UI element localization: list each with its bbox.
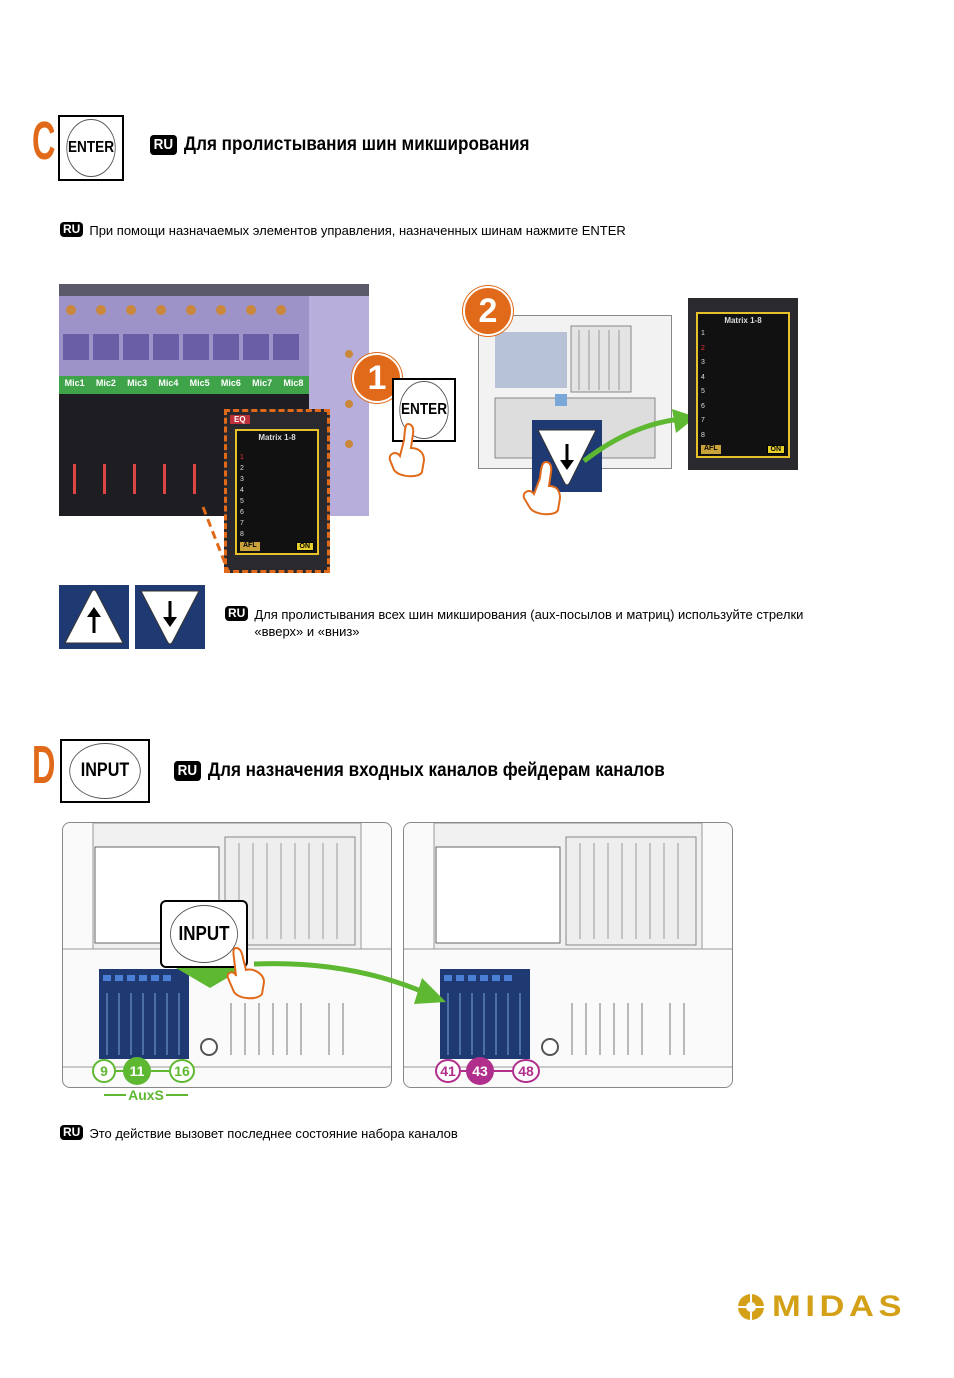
down-arrow-icon [537,429,597,486]
mix-label: Mic2 [95,378,116,388]
matrix-row: 2 [701,344,705,352]
matrix-row: 1 [240,454,244,461]
down-arrow-icon [140,590,200,645]
matrix-row: 8 [240,531,244,538]
mix-label: Mic7 [252,378,273,388]
matrix-panel-right: Matrix 1-8 1 2 3 4 5 6 7 8 AFL ON [688,298,798,470]
up-arrow-key [59,585,129,649]
section-c-instruction: RU При помощи назначаемых элементов упра… [60,222,860,239]
mix-label: Mic6 [220,378,241,388]
finger-pointer-icon [388,422,426,478]
matrix-row: 7 [701,417,705,424]
input-number-badge: 41 [435,1059,461,1083]
up-arrow-icon [64,589,124,644]
eq-tab: EQ [230,415,250,424]
matrix-row: 6 [240,509,244,516]
console-left-graphic [63,822,391,1068]
arrows-text: Для пролистывания всех шин микширования … [254,607,804,639]
console-right [403,822,733,1088]
enter-key-label: ENTER [66,119,116,177]
aux-number-badge-active: 11 [123,1057,151,1085]
aux-number-badge: 16 [169,1059,195,1083]
input-callout-label: INPUT [170,905,238,963]
auxs-label: AuxS [128,1087,164,1103]
connector-line [461,1070,467,1072]
section-d-title: Для назначения входных каналов фейдерам … [207,760,665,781]
matrix-row: 7 [240,520,244,527]
ru-badge: RU [225,606,249,621]
input-number-badge-active: 43 [466,1057,494,1085]
auxs-line-left [104,1094,127,1096]
console-right-graphic [404,822,732,1068]
connector-line [151,1070,169,1072]
matrix-panel-zoom: EQ Matrix 1-8 1 2 3 4 5 6 7 8 AFL ON [224,409,330,573]
mix-label: Mic4 [158,378,179,388]
enter-key-icon: ENTER [58,115,124,181]
down-arrow-key [135,585,205,649]
section-c-title: Для пролистывания шин микширования [183,134,530,155]
green-arrow-icon [253,961,446,1004]
input-key-icon: INPUT [60,739,150,803]
connector-line [116,1070,124,1072]
matrix-row: 3 [701,359,705,366]
note-text: Это действие вызовет последнее состояние… [89,1126,458,1141]
matrix-row: 6 [701,402,705,410]
input-key-label: INPUT [69,743,141,799]
connector-line [494,1070,512,1072]
auxs-label-group: AuxS [104,1087,189,1103]
midas-emblem-icon [738,1294,764,1320]
enter-callout-label: ENTER [399,381,449,439]
aux-number-badge: 9 [92,1059,116,1083]
afl-button: AFL [240,542,260,551]
matrix-row: 2 [240,465,244,472]
ru-badge: RU [150,135,177,155]
ru-badge: RU [60,1125,84,1140]
mix-label: Mic5 [189,378,210,388]
arrows-description: RU Для пролистывания всех шин микширован… [225,606,845,640]
section-letter-d: D [32,735,56,795]
enter-callout-icon: ENTER [392,378,456,442]
matrix-row: 4 [240,487,244,494]
mix-label: Mic3 [127,378,148,388]
mix-label: Mic8 [283,378,304,388]
ru-badge: RU [174,761,201,781]
matrix-row: 4 [701,373,705,381]
matrix-title: Matrix 1-8 [258,433,296,442]
matrix-title: Matrix 1-8 [724,316,762,325]
afl-button: AFL [701,445,721,454]
matrix-row: 5 [701,388,705,395]
leader-line-icon [201,506,230,572]
section-letter-c: C [32,111,56,171]
green-arrow-icon [582,409,696,463]
section-c-heading: RU Для пролистывания шин микширования [150,134,530,156]
matrix-row: 1 [701,330,705,337]
section-d-note: RU Это действие вызовет последнее состоя… [60,1125,860,1142]
mix-label: Mic1 [64,378,85,388]
matrix-row: 8 [701,431,705,439]
instruction-text: При помощи назначаемых элементов управле… [89,223,626,238]
mix-label-row: Mic1 Mic2 Mic3 Mic4 Mic5 Mic6 Mic7 Mic8 [59,378,309,388]
on-button: ON [295,542,314,551]
midas-logo: MIDAS [736,1290,924,1324]
section-d-heading: RU Для назначения входных каналов фейдер… [174,760,665,782]
midas-wordmark: MIDAS [772,1290,907,1323]
on-button: ON [766,445,785,454]
finger-pointer-icon [522,460,562,516]
finger-pointer-icon [226,946,266,1000]
matrix-row: 3 [240,476,244,483]
ru-badge: RU [60,222,84,237]
auxs-line-right [165,1094,189,1096]
green-pointer-icon [176,968,244,988]
input-number-badge: 48 [512,1059,540,1083]
step-2-badge: 2 [463,286,513,336]
matrix-row: 5 [240,498,244,505]
